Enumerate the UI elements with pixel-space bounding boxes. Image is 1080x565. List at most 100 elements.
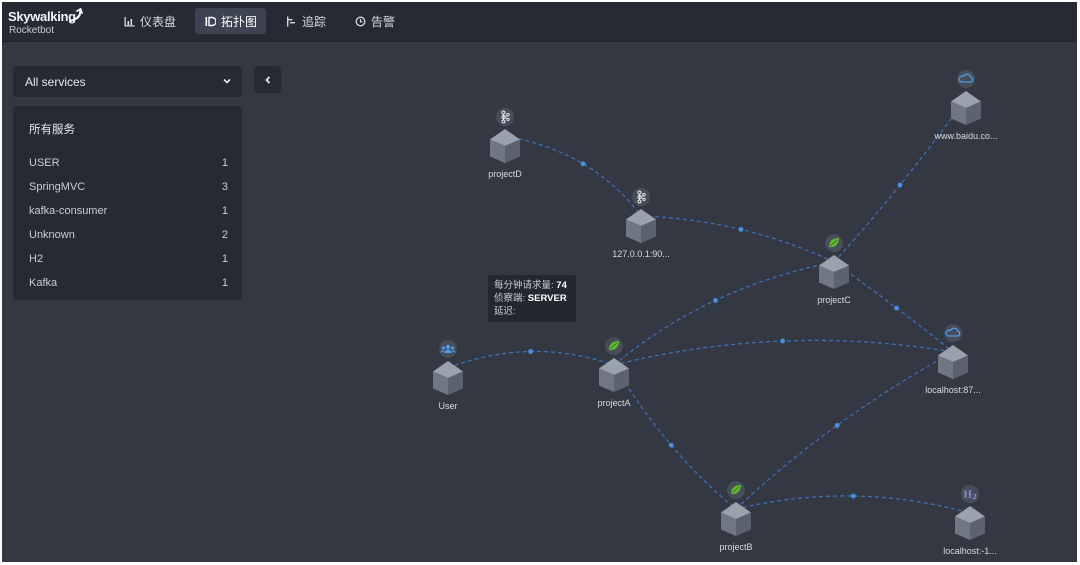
service-row-h2[interactable]: H2 1 <box>29 247 228 271</box>
edge-tooltip: 每分钟请求量: 74 侦察端: SERVER 延迟: <box>488 275 576 322</box>
node-cube <box>614 368 629 392</box>
chevron-down-icon <box>223 78 231 84</box>
edge-midpoint-dot[interactable] <box>780 338 786 344</box>
trace-icon <box>285 15 297 27</box>
node-cube <box>448 371 463 395</box>
node-projectb[interactable] <box>721 481 751 536</box>
main-nav: 仪表盘 拓扑图 追踪 告警 <box>114 8 404 34</box>
nav-alarm-label: 告警 <box>371 14 396 29</box>
nav-dashboard[interactable]: 仪表盘 <box>114 8 185 34</box>
node-cube <box>951 101 966 125</box>
service-count: 3 <box>221 181 228 193</box>
node-kafka[interactable] <box>626 188 656 243</box>
topology-edges <box>447 97 971 514</box>
service-row-springmvc[interactable]: SpringMVC 3 <box>29 175 228 199</box>
topology-edge[interactable] <box>504 135 642 217</box>
service-row-kafka[interactable]: Kafka 1 <box>29 271 228 295</box>
edge-midpoint-dot[interactable] <box>528 349 534 354</box>
spring-leaf-icon <box>731 485 741 495</box>
alarm-clock-icon <box>354 15 366 27</box>
top-navigation-bar: Skywalking Rocketbot 仪表盘 拓扑图 <box>2 2 1077 42</box>
node-cube <box>951 91 981 108</box>
tooltip-cpm-value: 74 <box>556 280 567 291</box>
skywalking-logo[interactable]: Skywalking Rocketbot <box>8 6 90 38</box>
node-projecta[interactable] <box>599 337 629 392</box>
node-cube <box>433 361 463 378</box>
node-cube <box>626 209 656 226</box>
service-name: SpringMVC <box>29 181 86 193</box>
node-cube <box>433 371 448 395</box>
service-name: H2 <box>29 253 44 265</box>
service-row-unknown[interactable]: Unknown 2 <box>29 223 228 247</box>
logo-swoosh-icon <box>68 8 83 23</box>
node-cube <box>641 219 656 243</box>
topology-edge[interactable] <box>447 350 615 369</box>
topology-edge[interactable] <box>735 351 954 510</box>
tooltip-detect-value: SERVER <box>527 293 567 304</box>
tooltip-latency-line: 延迟: <box>494 305 570 318</box>
users-icon <box>440 344 456 353</box>
node-h2[interactable]: H2 <box>955 485 985 540</box>
node-label-projecta: projectA <box>597 398 631 408</box>
tooltip-detect-label: 侦察端: <box>494 293 526 304</box>
node-cube <box>938 345 968 362</box>
service-row-kafka-consumer[interactable]: kafka-consumer 1 <box>29 199 228 223</box>
bar-chart-icon <box>123 15 135 27</box>
edge-midpoint-dot[interactable] <box>850 493 856 499</box>
node-cube <box>599 368 614 392</box>
node-badge <box>957 70 975 88</box>
nav-trace-label: 追踪 <box>302 14 327 29</box>
node-label-projectb: projectB <box>719 542 753 552</box>
node-cube <box>490 129 520 146</box>
node-user[interactable] <box>433 340 463 395</box>
node-cube <box>819 265 834 289</box>
topology-edge[interactable] <box>833 261 954 353</box>
node-label-user: User <box>438 401 458 411</box>
node-label-projectd: projectD <box>488 169 522 179</box>
edge-midpoint-dot[interactable] <box>834 422 840 428</box>
node-label-localhost87: localhost:87... <box>925 385 981 395</box>
node-cube <box>966 101 981 125</box>
topology-icon <box>204 15 216 27</box>
topology-edge[interactable] <box>613 364 737 510</box>
service-count: 2 <box>221 229 228 241</box>
cloud-icon <box>958 73 974 83</box>
service-count: 1 <box>221 205 228 217</box>
edge-midpoint-dot[interactable] <box>738 227 744 232</box>
node-baidu[interactable] <box>951 70 981 125</box>
node-projectc[interactable] <box>819 234 849 289</box>
collapse-panel-button[interactable] <box>254 66 281 93</box>
edge-midpoint-dot[interactable] <box>897 182 903 188</box>
node-label-h2: localhost:-1... <box>943 546 997 556</box>
nav-alarm[interactable]: 告警 <box>345 8 404 34</box>
topology-edge[interactable] <box>613 339 954 366</box>
services-list: USER 1 SpringMVC 3 kafka-consumer 1 Unkn… <box>29 151 228 295</box>
topology-nodes: H2 <box>433 70 985 540</box>
node-label-baidu: www.baidu.co... <box>934 131 998 141</box>
node-cube <box>490 139 505 163</box>
edge-midpoint-dot[interactable] <box>668 442 674 448</box>
edge-midpoint-dot[interactable] <box>894 305 899 311</box>
topology-edge[interactable] <box>833 97 967 263</box>
nav-topology-label: 拓扑图 <box>221 14 258 29</box>
node-cube <box>970 516 985 540</box>
svg-text:H2: H2 <box>963 490 977 502</box>
topology-edge[interactable] <box>735 495 971 514</box>
edge-midpoint-dot[interactable] <box>580 161 586 167</box>
edge-midpoint-dot[interactable] <box>713 297 718 303</box>
node-projectd[interactable] <box>490 108 520 163</box>
topology-edge[interactable] <box>613 261 835 366</box>
nav-topology[interactable]: 拓扑图 <box>195 8 267 34</box>
service-row-user[interactable]: USER 1 <box>29 151 228 175</box>
node-localhost87[interactable] <box>938 324 968 379</box>
topology-edge[interactable] <box>640 215 835 263</box>
node-cube <box>599 358 629 375</box>
node-cube <box>505 139 520 163</box>
brand-subtitle: Rocketbot <box>9 25 55 36</box>
service-selector-dropdown[interactable]: All services <box>13 66 242 97</box>
h2-database-icon: H2 <box>963 490 977 502</box>
nav-trace[interactable]: 追踪 <box>276 8 335 34</box>
node-cube <box>955 506 985 523</box>
node-cube <box>721 502 751 519</box>
